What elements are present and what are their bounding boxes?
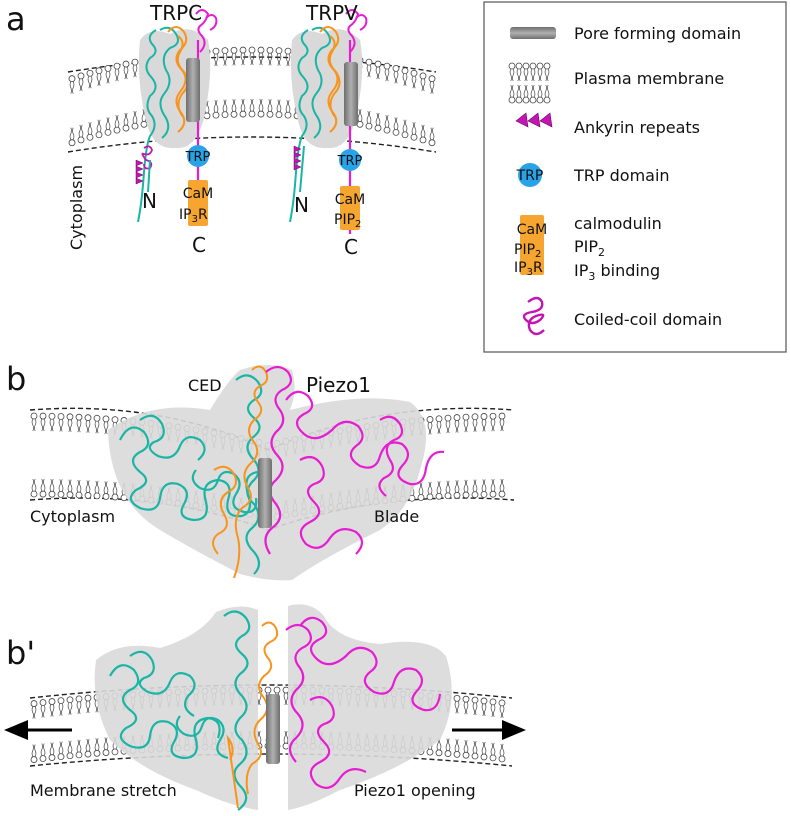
trpc-trp-circle-icon bbox=[187, 145, 209, 167]
trpc-binding-box-icon bbox=[188, 180, 208, 226]
trpc-channel: TRP CaM IP3R N C TRPC bbox=[135, 1, 218, 257]
panel-a: a TRP bbox=[6, 0, 437, 259]
panel-b-title: Piezo1 bbox=[306, 373, 371, 397]
trpv-binding-box-icon bbox=[340, 186, 360, 230]
legend-trp-icon-text: TRP bbox=[516, 168, 544, 184]
trpc-pore-icon bbox=[186, 58, 200, 122]
trpc-ip3r-label: IP3R bbox=[179, 207, 208, 225]
trpv-title: TRPV bbox=[305, 1, 358, 25]
trpc-n-label: N bbox=[142, 189, 157, 213]
trpc-title: TRPC bbox=[149, 1, 202, 25]
legend-label-membrane: Plasma membrane bbox=[574, 69, 724, 88]
trpc-ankyrin-icon bbox=[135, 159, 144, 185]
legend-label-pip2: PIP2 bbox=[574, 237, 605, 259]
legend-label-ip3: IP3 binding bbox=[574, 261, 660, 283]
coil-icon bbox=[522, 296, 545, 336]
panel-b-ced-label: CED bbox=[188, 376, 222, 395]
legend-box-ip: IP3R bbox=[514, 260, 543, 278]
piezo-pore-icon bbox=[258, 458, 272, 528]
legend-box-pip: PIP2 bbox=[514, 242, 541, 260]
legend-label-coil: Coiled-coil domain bbox=[574, 310, 722, 329]
stretch-left-arrow-icon bbox=[4, 720, 72, 740]
panel-b-cytoplasm-label: Cytoplasm bbox=[30, 507, 115, 526]
trpc-cam-label: CaM bbox=[183, 186, 213, 202]
panel-b-prime: b' Membrane stretch Piezo1 o bbox=[4, 604, 526, 811]
panel-b-prime-left-caption: Membrane stretch bbox=[30, 781, 177, 800]
panel-b-letter: b bbox=[6, 360, 26, 398]
legend-label-pore: Pore forming domain bbox=[574, 24, 741, 43]
panel-b-prime-letter: b' bbox=[6, 634, 35, 672]
trpc-c-label: C bbox=[192, 233, 206, 257]
binding-box-icon bbox=[520, 215, 544, 275]
trpv-pore-icon bbox=[344, 62, 358, 126]
trpv-cam-label: CaM bbox=[335, 192, 365, 208]
trpc-trp-label: TRP bbox=[185, 150, 211, 165]
stretch-right-arrow-icon bbox=[452, 720, 526, 740]
legend-label-ankyrin: Ankyrin repeats bbox=[574, 118, 700, 137]
trp-circle-icon bbox=[518, 163, 542, 187]
legend: Pore forming domain Plasma membrane Anky… bbox=[483, 1, 787, 353]
panel-a-membrane bbox=[67, 46, 437, 153]
panel-b: b CED Piezo1 Cytoplasm Blade bbox=[6, 360, 515, 581]
panel-a-cytoplasm-label: Cytoplasm bbox=[67, 165, 86, 250]
trpv-c-label: C bbox=[344, 235, 358, 259]
piezo-open-pore-icon bbox=[266, 694, 280, 764]
trpv-pip2-label: PIP2 bbox=[334, 212, 361, 230]
trpv-channel: TRP CaM PIP2 N C TRPV bbox=[289, 1, 368, 259]
legend-box-cam: CaM bbox=[517, 222, 547, 238]
panel-b-blade-label: Blade bbox=[374, 507, 419, 526]
trpv-trp-label: TRP bbox=[337, 154, 363, 169]
panel-b-prime-right-caption: Piezo1 opening bbox=[354, 781, 476, 800]
legend-label-calmodulin: calmodulin bbox=[574, 214, 662, 233]
panel-a-letter: a bbox=[6, 0, 26, 38]
cylinder-icon bbox=[510, 27, 556, 39]
legend-label-trp: TRP domain bbox=[573, 166, 670, 185]
triangles-icon bbox=[515, 112, 553, 128]
trpv-trp-circle-icon bbox=[339, 149, 361, 171]
trpv-n-label: N bbox=[294, 193, 309, 217]
